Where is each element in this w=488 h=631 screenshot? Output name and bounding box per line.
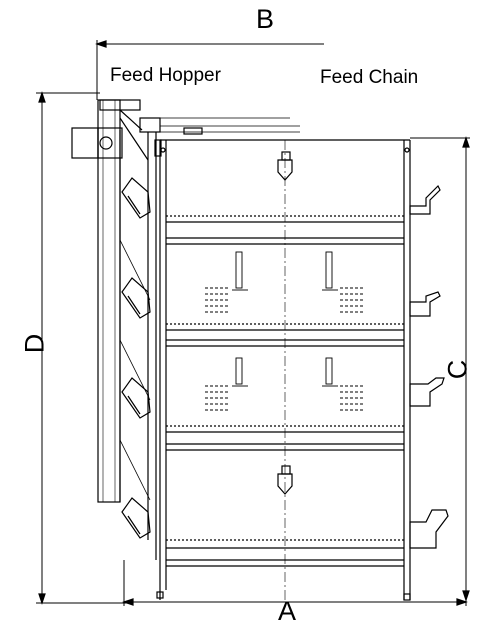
- dimension-c: [410, 136, 470, 602]
- dimension-d-label: D: [19, 333, 50, 354]
- left-feeders: [119, 132, 157, 560]
- vent-grille-right-upper: [322, 251, 365, 313]
- feed-hopper-label: Feed Hopper: [110, 65, 221, 86]
- dimension-a-label: A: [278, 596, 297, 626]
- tier-1: [166, 151, 404, 245]
- dimension-b-label: B: [256, 4, 275, 34]
- feed-hopper: [71, 99, 300, 503]
- dimension-b: [95, 40, 324, 100]
- tier-2: [166, 323, 404, 347]
- right-egg-trays: [409, 184, 449, 549]
- vent-grille-left-upper: [205, 251, 248, 313]
- vent-grille-right-lower: [322, 357, 365, 411]
- dimension-d: [36, 91, 130, 605]
- cage-feet: [156, 590, 411, 601]
- tier-4: [166, 539, 404, 567]
- cage-frame: [159, 139, 411, 600]
- feed-chain-label: Feed Chain: [320, 67, 419, 88]
- dimension-c-label: C: [442, 359, 473, 380]
- tier-3: [166, 425, 404, 495]
- vent-grille-left-lower: [205, 357, 248, 411]
